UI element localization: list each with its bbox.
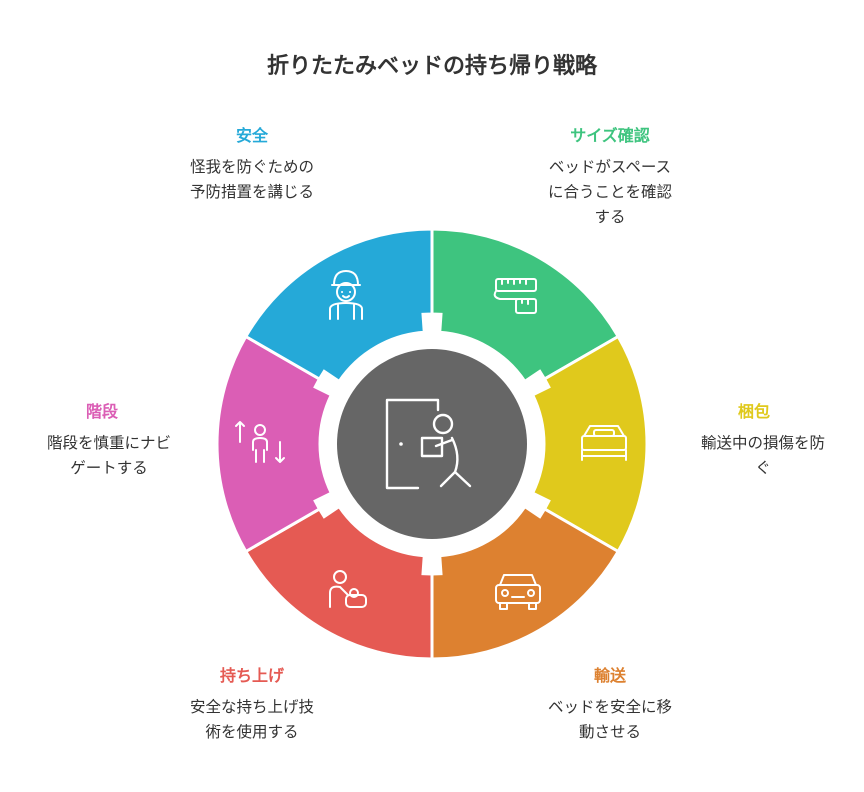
segment-title-stairs: 階段	[86, 402, 119, 421]
segment-desc-safety: 怪我を防ぐための 予防措置を講じる	[132, 155, 372, 205]
diagram-title: 折りたたみベッドの持ち帰り戦略	[266, 54, 597, 79]
desc-line: ぐ	[755, 459, 771, 477]
segment-title-size: サイズ確認	[570, 126, 650, 145]
person-up-down-arrows-icon	[235, 421, 285, 463]
segment-desc-pack: 輸送中の損傷を防 ぐ	[668, 431, 858, 481]
worker-helmet-icon	[329, 270, 363, 320]
desc-line: 怪我を防ぐための	[189, 158, 314, 176]
center-circle	[337, 349, 527, 539]
person-lifting-icon	[329, 570, 367, 608]
desc-line: 術を使用する	[205, 723, 299, 741]
segment-title-lift: 持ち上げ	[219, 666, 284, 685]
desc-line: 階段を慎重にナビ	[46, 434, 171, 452]
segment-desc-stairs: 階段を慎重にナビ ゲートする	[14, 431, 204, 481]
segment-title-move: 輸送	[593, 666, 626, 685]
desc-line: 輸送中の損傷を防	[700, 434, 825, 452]
segment-title-safety: 安全	[235, 126, 268, 145]
bed-icon	[581, 425, 627, 461]
car-icon	[495, 574, 541, 610]
measuring-tape-icon	[493, 278, 537, 314]
desc-line: する	[594, 208, 626, 226]
desc-line: ベッドがスペース	[548, 158, 672, 176]
desc-line: ベッドを安全に移	[547, 698, 672, 716]
segment-title-pack: 梱包	[738, 402, 771, 421]
segment-desc-size: ベッドがスペース に合うことを確認 する	[490, 155, 730, 230]
person-carrying-box-through-door-icon	[385, 398, 472, 490]
desc-line: に合うことを確認	[547, 183, 672, 201]
desc-line: ゲートする	[70, 459, 148, 477]
desc-line: 安全な持ち上げ技	[189, 698, 314, 716]
desc-line: 動させる	[578, 723, 641, 741]
segment-desc-lift: 安全な持ち上げ技 術を使用する	[132, 695, 372, 745]
segment-desc-move: ベッドを安全に移 動させる	[490, 695, 730, 745]
desc-line: 予防措置を講じる	[189, 183, 314, 201]
